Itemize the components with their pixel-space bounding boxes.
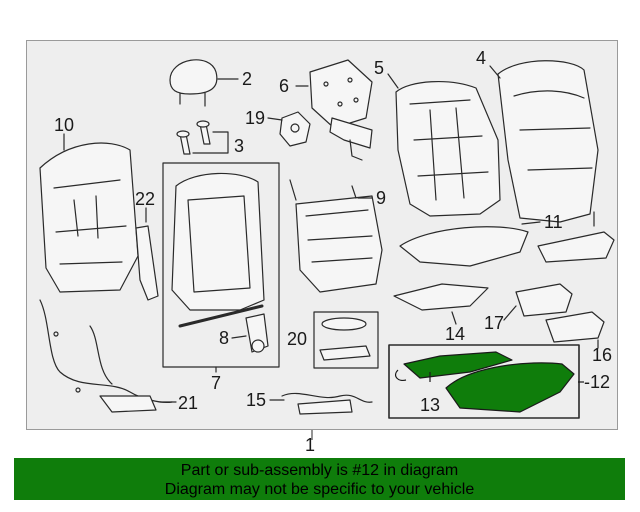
callout-10: 10: [54, 115, 75, 135]
part-17-cover: [503, 283, 573, 321]
callout-19: 19: [245, 108, 266, 128]
part-19-pad: [267, 111, 311, 147]
callout-8: 8: [219, 328, 230, 348]
callout-5: 5: [374, 58, 385, 78]
callout-22: 22: [135, 189, 156, 209]
part-9-recliner: [289, 179, 383, 293]
part-12-cushion-frame: [445, 362, 575, 413]
callout-13: 13: [420, 395, 441, 415]
callout-11: 11: [544, 212, 563, 232]
part-20-pads: [319, 317, 371, 361]
callout-17: 17: [484, 313, 505, 333]
callout-21: 21: [178, 393, 199, 413]
callout-3: 3: [234, 136, 245, 156]
callout-12: -12: [584, 372, 611, 392]
callout-2: 2: [242, 69, 253, 89]
part-13-heater-pad: [403, 351, 513, 379]
part-22-trim: [135, 207, 159, 301]
part-7-frame: [171, 172, 265, 328]
part-11-seat-cushion: [399, 221, 541, 267]
part-20-group-box: [313, 311, 379, 369]
callout-6: 6: [279, 76, 290, 96]
part-6-panel: [295, 59, 373, 161]
part-18-side-cover: [537, 211, 615, 263]
part-16-cover: [545, 311, 605, 349]
part-14-pan: [393, 283, 489, 325]
banner-line-1: Part or sub-assembly is #12 in diagram: [180, 462, 459, 479]
part-5-back-cushion: [387, 73, 501, 217]
callout-9: 9: [376, 188, 387, 208]
callout-20: 20: [287, 329, 308, 349]
part-3-guides: [176, 120, 229, 155]
callout-1: 1: [305, 435, 316, 455]
info-banner: Part or sub-assembly is #12 in diagram D…: [14, 458, 625, 500]
callout-14: 14: [445, 324, 466, 344]
part-10-rear-panel: [39, 133, 139, 293]
callout-15: 15: [246, 390, 267, 410]
part-7-group-box: [162, 162, 280, 368]
banner-line-2: Diagram may not be specific to your vehi…: [164, 481, 475, 498]
callout-16: 16: [592, 345, 613, 365]
part-15-bracket: [269, 392, 373, 415]
callout-4: 4: [476, 48, 487, 68]
part-4-back-cover: [489, 60, 599, 223]
callout-7: 7: [211, 373, 222, 393]
part-8-motor: [231, 313, 269, 353]
part-21-harness: [39, 299, 177, 413]
part-2-headrest: [169, 59, 239, 107]
